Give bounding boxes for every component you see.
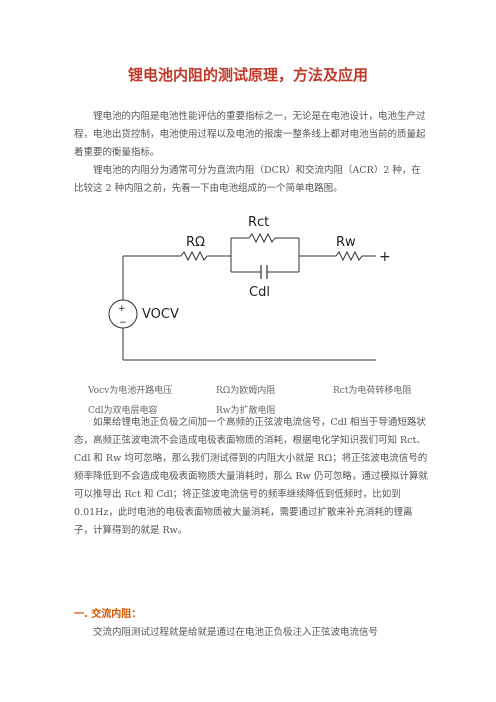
legend-r-ct: Rct为电荷转移电阻: [333, 386, 412, 396]
legend-r-ohm: RΩ为欧姆内阻: [216, 386, 276, 396]
legend-r-w: Rw为扩散电阻: [216, 406, 276, 416]
legend-vocv: Vocv为电池开路电压: [88, 386, 173, 396]
r-ct-resistor: [248, 232, 276, 244]
document-title: 锂电池内阻的测试原理，方法及应用: [127, 66, 368, 84]
battery-equivalent-circuit: RΩ Rct Rw + Cdl VOCV + −: [108, 215, 391, 361]
intro-paragraph: 锂电池的内阻是电池性能评估的重要指标之一，无论是在电池设计，电池生产过程，电池出…: [74, 111, 426, 158]
plus-terminal-label: +: [379, 249, 391, 265]
high-frequency-paragraph: 如果给锂电池正负极之间加一个高频的正弦波电流信号，Cdl 相当于导通短路状态，高…: [74, 417, 428, 536]
battery-plus-sign: +: [118, 304, 126, 314]
c-dl-label: Cdl: [249, 285, 270, 300]
r-ct-label: Rct: [248, 215, 269, 230]
r-ohm-label: RΩ: [186, 235, 205, 250]
v-ocv-label: VOCV: [142, 307, 179, 322]
r-w-label: Rw: [336, 235, 356, 250]
legend-c-dl: Cdl为双电层电容: [88, 406, 158, 416]
r-ohm-resistor: [180, 250, 208, 262]
r-w-resistor: [335, 250, 363, 262]
section-heading-ac-resistance: 一. 交流内阻：: [74, 609, 142, 620]
battery-minus-sign: −: [119, 318, 127, 328]
ac-test-paragraph: 交流内阻测试过程就是给就是通过在电池正负极注入正弦波电流信号: [93, 627, 379, 638]
resistance-types-paragraph: 锂电池的内阻分为通常可分为直流内阻（DCR）和交流内阻（ACR）2 种，在比较这…: [74, 165, 421, 194]
